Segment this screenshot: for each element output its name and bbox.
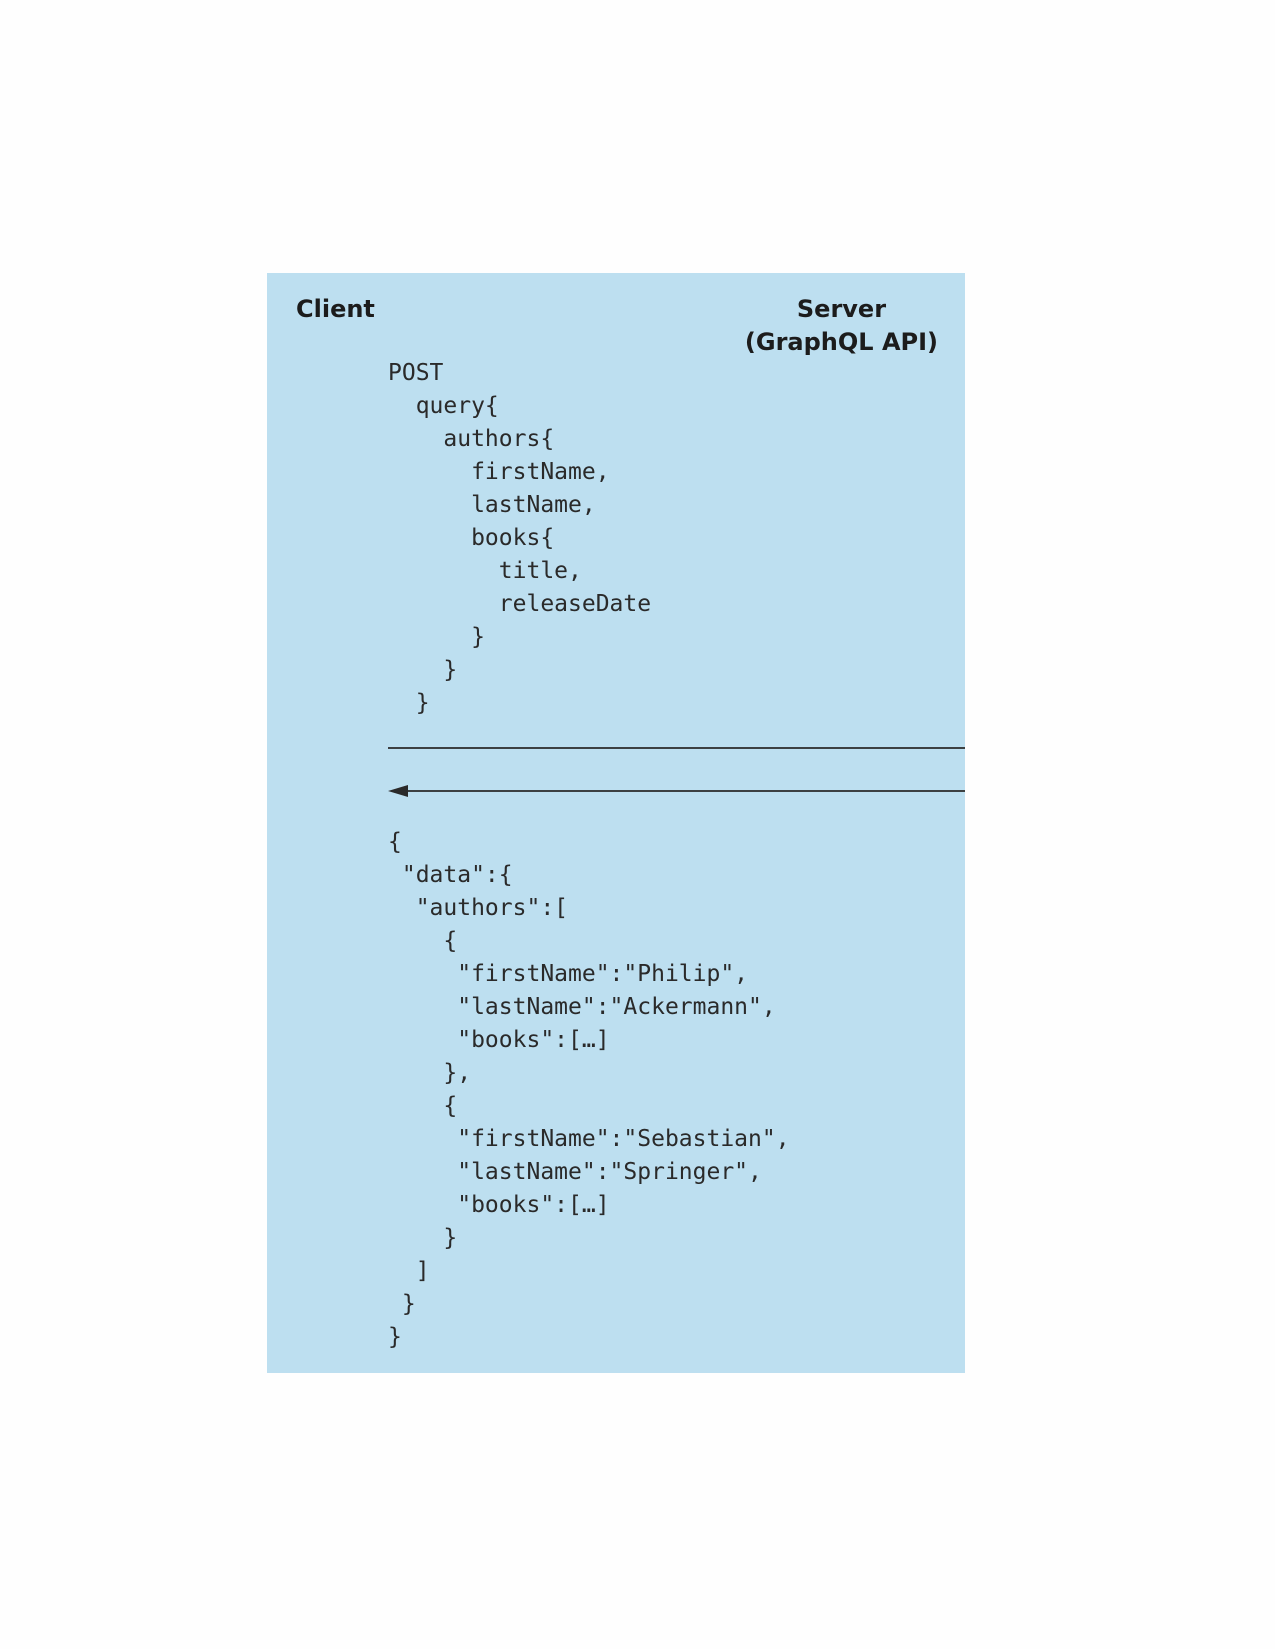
- client-label: Client: [296, 295, 375, 323]
- arrows: [388, 747, 965, 797]
- response-arrow: [388, 785, 965, 797]
- server-label: Server (GraphQL API): [744, 295, 938, 356]
- diagram-panel: Client Server (GraphQL API) POST query{ …: [267, 273, 965, 1373]
- request-code-block: POST query{ authors{ firstName, lastName…: [388, 360, 652, 716]
- request-arrow: [388, 747, 965, 749]
- response-code-block: { "data":{ "authors":[ { "firstName":"Ph…: [388, 829, 790, 1350]
